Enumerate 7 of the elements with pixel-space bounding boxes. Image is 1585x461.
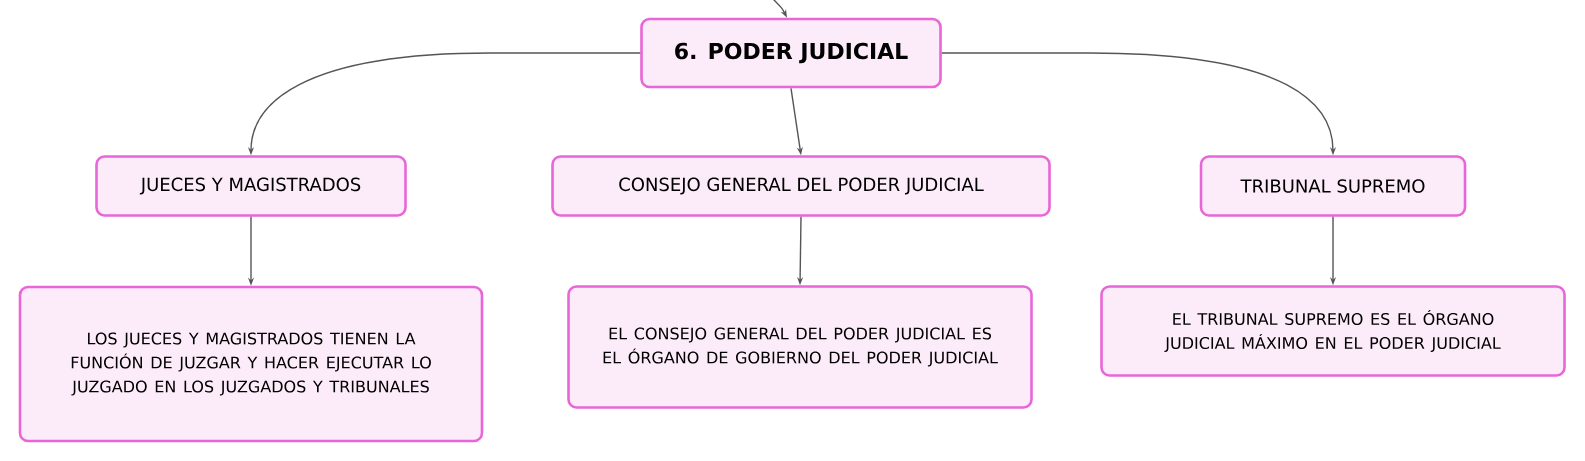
topic-box: CONSEJO GENERAL DEL PODER JUDICIAL	[551, 155, 1051, 217]
topic-box: JUECES Y MAGISTRADOS	[95, 155, 407, 217]
topic-box: TRIBUNAL SUPREMO	[1199, 155, 1467, 217]
description-box: EL TRIBUNAL SUPREMO ES EL ÓRGANO JUDICIAL MÁXIMO EN EL PODER JUDICIAL	[1100, 285, 1566, 377]
description-box: EL CONSEJO GENERAL DEL PODER JUDICIAL ES EL ÓRGANO DE GOBIERNO DEL PODER JUDICIAL	[567, 285, 1033, 409]
title-box: 6. PODER JUDICIAL	[640, 17, 942, 89]
description-box: LOS JUECES Y MAGISTRADOS TIENEN LA FUNCIÓN DE JUZGAR Y HACER EJECUTAR LO JUZGADO EN LOS JUZGADOS Y TRIBUNALES	[18, 285, 484, 443]
